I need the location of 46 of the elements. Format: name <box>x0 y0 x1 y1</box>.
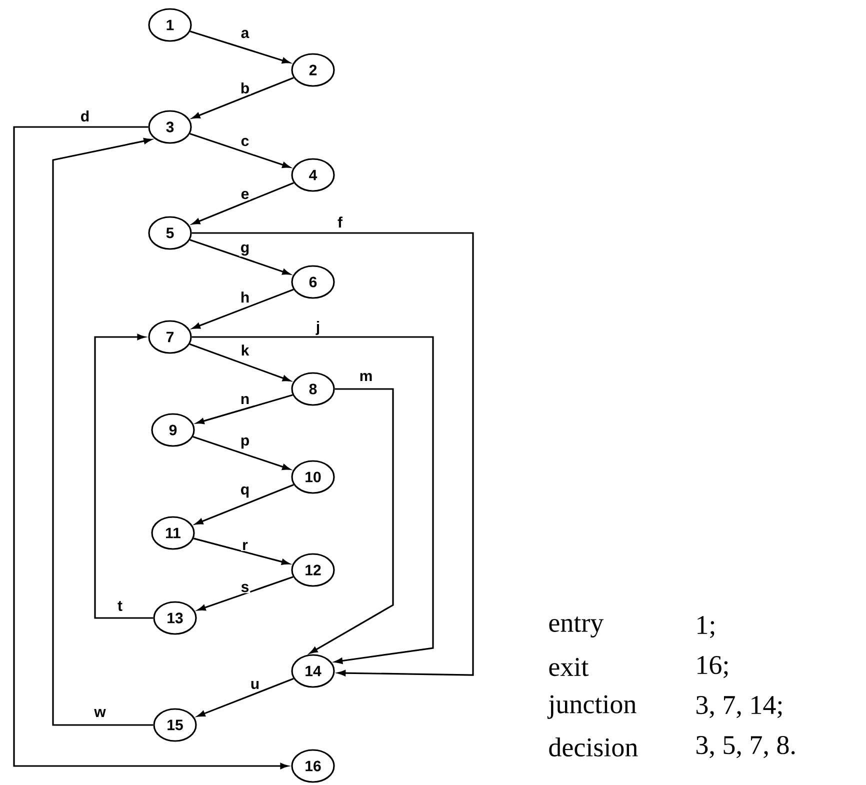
edge-label: c <box>240 136 250 148</box>
arrow <box>190 30 290 64</box>
arrow <box>192 182 294 225</box>
table-cell: entry <box>549 616 604 638</box>
table-cell: 16; <box>698 656 728 678</box>
edge-label: f <box>336 216 344 228</box>
edge-label: w <box>93 708 107 718</box>
arrow <box>198 576 294 611</box>
table-cell: 1; <box>698 616 714 638</box>
edge-label: s <box>240 582 250 594</box>
arrow <box>196 394 293 424</box>
edge-label: u <box>249 680 261 690</box>
table-cell: 3, 7, 14; <box>696 696 782 718</box>
table-cell: junction <box>547 695 636 719</box>
edge-label: k <box>240 344 250 356</box>
edge-label: r <box>241 540 249 552</box>
edge-label: t <box>116 600 124 612</box>
arrow <box>310 388 394 654</box>
arrow <box>192 436 290 470</box>
edge-label: a <box>240 28 250 40</box>
arrow <box>195 484 294 525</box>
edge-label: e <box>240 190 250 200</box>
edge-label: n <box>239 394 251 406</box>
edge-label: p <box>239 436 251 450</box>
arrow <box>94 334 154 619</box>
table-cell: decision <box>549 738 638 756</box>
edge-label: j <box>314 320 322 336</box>
arrow <box>190 239 290 275</box>
arrow <box>192 232 474 676</box>
arrow <box>52 138 154 726</box>
edge-label: h <box>239 290 251 304</box>
edge-label: b <box>239 82 251 95</box>
edge-label: g <box>239 243 251 257</box>
arrow <box>192 288 294 329</box>
edge-label: q <box>239 485 251 499</box>
arrow <box>189 343 290 382</box>
arrow <box>13 126 288 770</box>
arrow <box>192 76 294 119</box>
table-cell: 3, 5, 7, 8. <box>696 736 795 758</box>
arrow <box>197 678 294 717</box>
arrow <box>190 132 290 168</box>
edge-label: d <box>79 110 91 122</box>
edge-label: m <box>358 372 374 382</box>
table-cell: exit <box>549 658 589 676</box>
arrow <box>193 538 290 565</box>
arrow <box>192 336 434 664</box>
